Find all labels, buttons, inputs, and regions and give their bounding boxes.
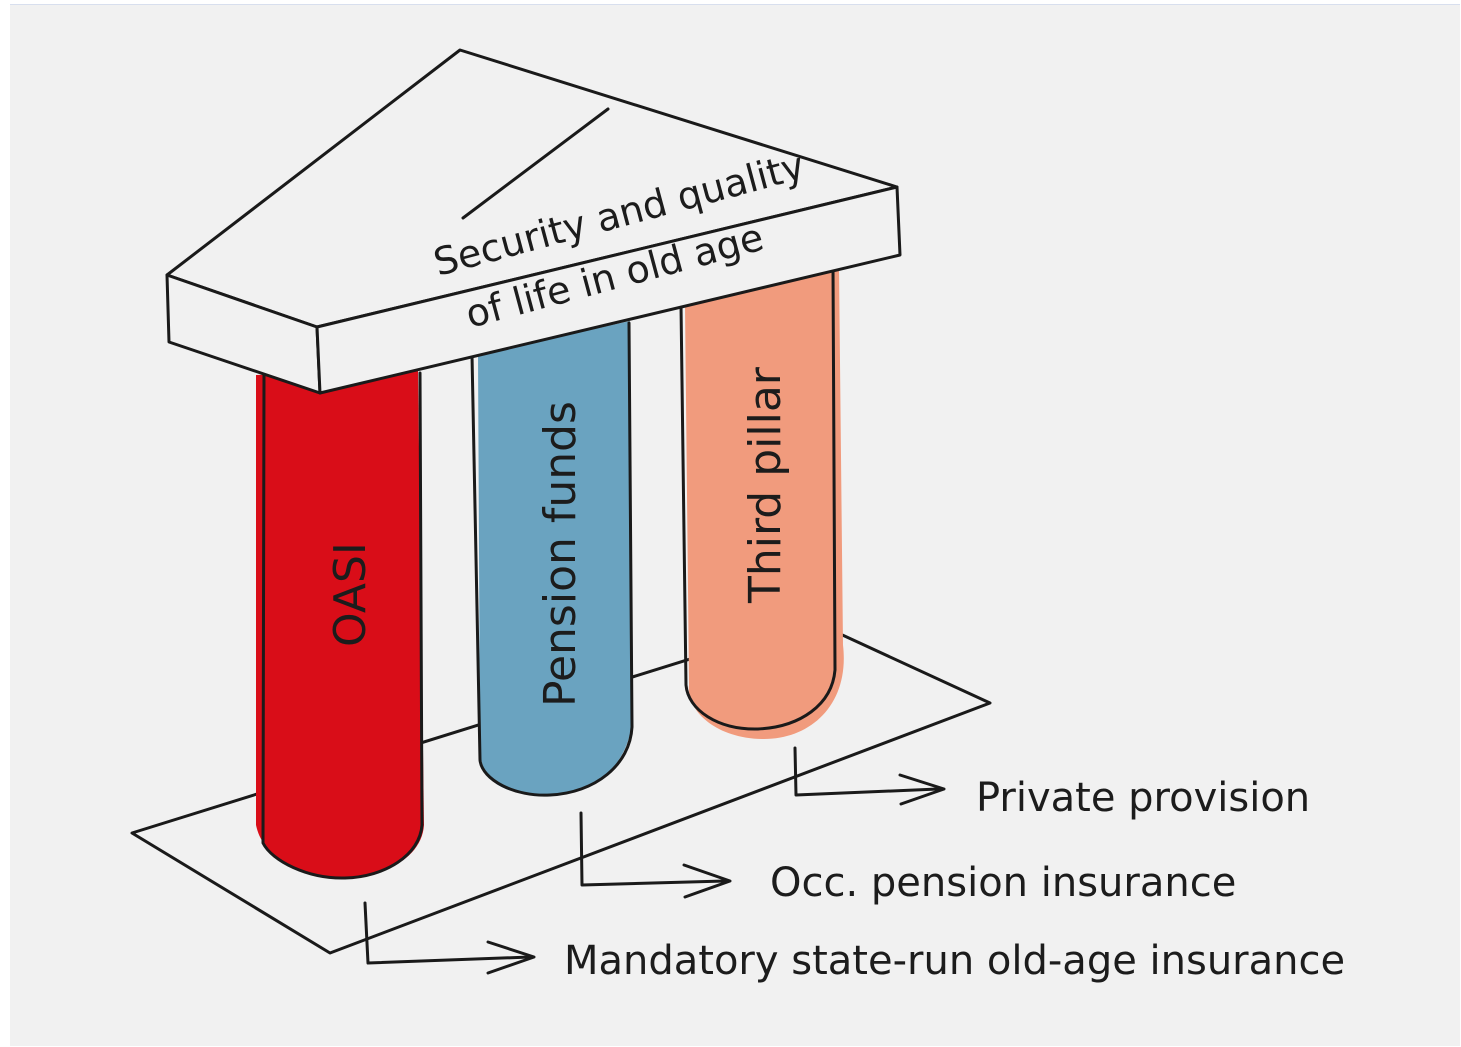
roof-front-right (315, 185, 902, 395)
pillar-oasi-label: OASI (325, 542, 376, 647)
pillar-third-label: Third pillar (740, 366, 791, 604)
roof-ridge (461, 107, 610, 220)
pillar-oasi-fill (256, 371, 424, 877)
three-pillar-diagram: Third pillar Pension funds OASI Security… (130, 48, 1345, 984)
pillar-third-fill (685, 267, 844, 740)
pillar-pension: Pension funds (470, 321, 634, 797)
label-private-provision: Private provision (976, 775, 1310, 821)
arrow-mandatory: Mandatory state-run old-age insurance (363, 901, 1345, 984)
pillar-oasi: OASI (256, 371, 424, 880)
pillar-third: Third pillar (679, 265, 844, 740)
pillar-pension-label: Pension funds (535, 401, 586, 707)
pillar-pension-fill (478, 321, 634, 796)
label-mandatory: Mandatory state-run old-age insurance (564, 938, 1345, 984)
roof: Security and quality of life in old age (165, 48, 902, 395)
label-occ-pension: Occ. pension insurance (770, 860, 1236, 906)
arrow-private: Private provision (793, 746, 1310, 821)
diagram-canvas: Third pillar Pension funds OASI Security… (10, 4, 1460, 1046)
arrow-occupational: Occ. pension insurance (579, 811, 1236, 906)
